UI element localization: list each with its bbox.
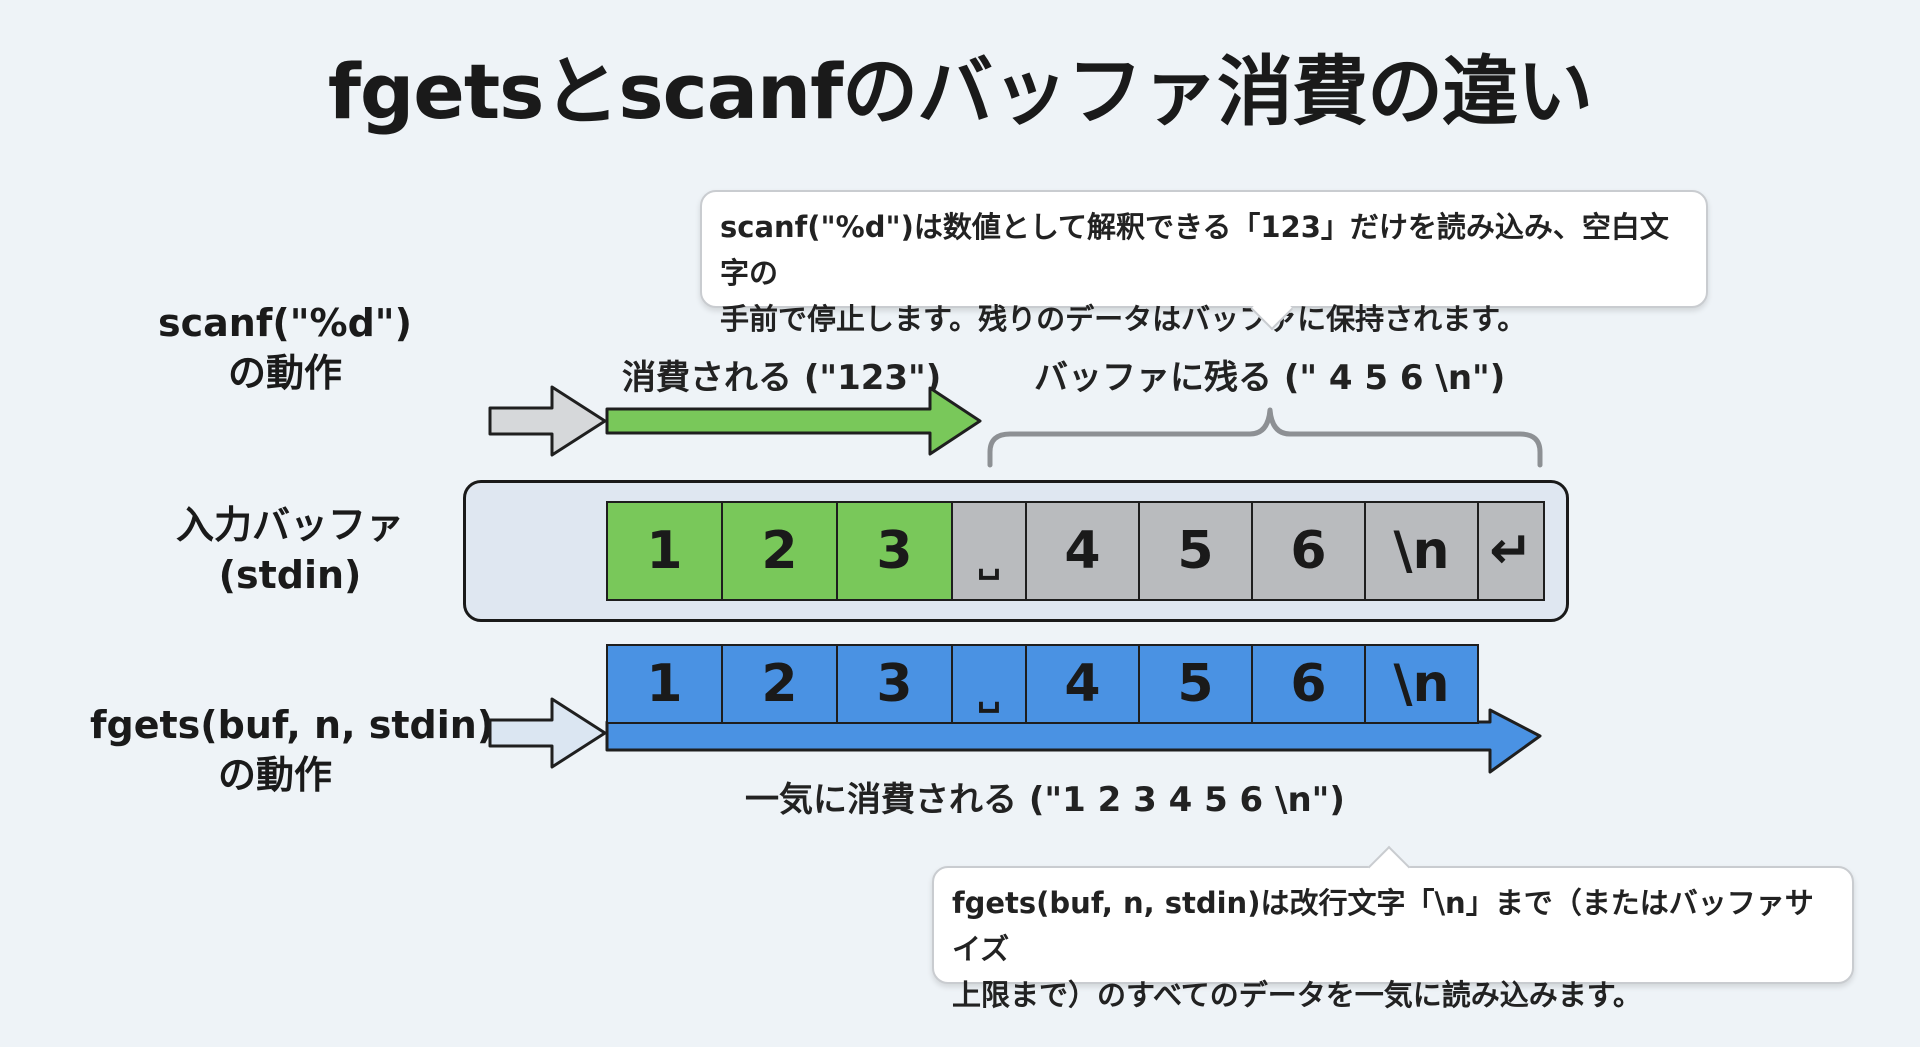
input-cell: 2 [721,501,838,601]
consumed-annotation: 消費される ("123") [622,358,942,398]
input-cell: 4 [1025,501,1140,601]
fgets-cell: 4 [1025,644,1140,724]
fgets-cell-space: ␣ [951,644,1027,724]
fgets-label-line2: の動作 [217,753,332,797]
remains-annotation: バッファに残る (" 4 5 6 \n") [1034,358,1506,398]
scanf-label-line1: scanf("%d") [158,301,412,345]
remains-brace [987,407,1543,468]
input-cell: \n [1364,501,1479,601]
scanf-lead-arrow [488,385,607,457]
scanf-label: scanf("%d") の動作 [150,298,420,398]
fgets-consume-arrow [605,708,1542,774]
fgets-callout-line2: 上限まで）のすべてのデータを一気に読み込みます。 [952,978,1642,1012]
scanf-consumed-arrow [605,386,982,456]
input-buffer-label-line2: (stdin) [218,553,362,597]
input-cell: 3 [836,501,953,601]
fgets-cell: 1 [606,644,723,724]
fgets-label: fgets(buf, n, stdin) の動作 [90,700,495,800]
page-title: fgetsとscanfのバッファ消費の違い [327,47,1593,136]
fgets-buffer-cells: 1 2 3 ␣ 4 5 6 \n [606,644,1479,724]
input-buffer-label-line1: 入力バッファ [175,503,404,547]
input-buffer-cells: 1 2 3 ␣ 4 5 6 \n ↵ [606,501,1545,601]
input-cell-space: ␣ [951,501,1027,601]
fgets-cell: \n [1364,644,1479,724]
input-cell: 5 [1138,501,1253,601]
scanf-callout: scanf("%d")は数値として解釈できる「123」だけを読み込み、空白文字の… [700,190,1708,336]
fgets-cell: 2 [721,644,838,724]
input-cell: 6 [1251,501,1366,601]
fgets-lead-arrow [488,697,607,769]
fgets-cell: 6 [1251,644,1366,724]
scanf-label-line2: の動作 [227,351,342,395]
fgets-callout-line1: fgets(buf, n, stdin)は改行文字「\n」まで（またはバッファサ… [952,886,1814,966]
enter-icon: ↵ [1477,501,1545,601]
all-consumed-annotation: 一気に消費される ("1 2 3 4 5 6 \n") [745,780,1345,820]
fgets-label-line1: fgets(buf, n, stdin) [90,703,495,747]
scanf-callout-line1: scanf("%d")は数値として解釈できる「123」だけを読み込み、空白文字の [720,210,1669,290]
input-cell: 1 [606,501,723,601]
scanf-callout-line2: 手前で停止します。残りのデータはバッファに保持されます。 [720,302,1527,336]
input-buffer-label: 入力バッファ (stdin) [150,500,430,600]
fgets-cell: 3 [836,644,953,724]
fgets-callout: fgets(buf, n, stdin)は改行文字「\n」まで（またはバッファサ… [932,866,1854,1012]
fgets-cell: 5 [1138,644,1253,724]
